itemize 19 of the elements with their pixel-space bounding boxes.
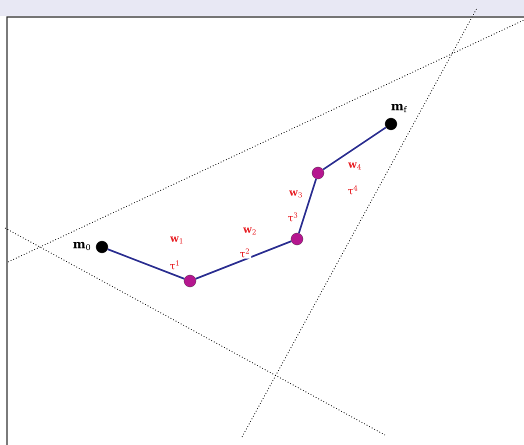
tau-label: τ$^{4}$ (346, 184, 360, 196)
tau-label: τ$^{1}$ (168, 259, 182, 271)
waypoint-dot (184, 274, 196, 288)
edge-label: w$_{4}$ (347, 162, 363, 170)
point-marker (96, 240, 108, 254)
point-marker (384, 118, 398, 130)
tau-label: τ$^{3}$ (286, 211, 300, 223)
tau-label: τ$^{2}$ (238, 247, 252, 259)
point-label: m$_{0}$ (73, 242, 90, 250)
edge-label: w$_{2}$ (242, 226, 258, 236)
path-segment (322, 126, 386, 170)
path-segment (298, 178, 317, 234)
waypoint-dot (312, 166, 324, 180)
waypoint-dot (290, 232, 304, 246)
edge-label: w$_{1}$ (169, 236, 185, 244)
point-label: m$_{f}$ (391, 104, 408, 112)
path-segment (107, 248, 185, 280)
path-segment (195, 240, 292, 280)
edge-label: w$_{3}$ (288, 189, 304, 199)
